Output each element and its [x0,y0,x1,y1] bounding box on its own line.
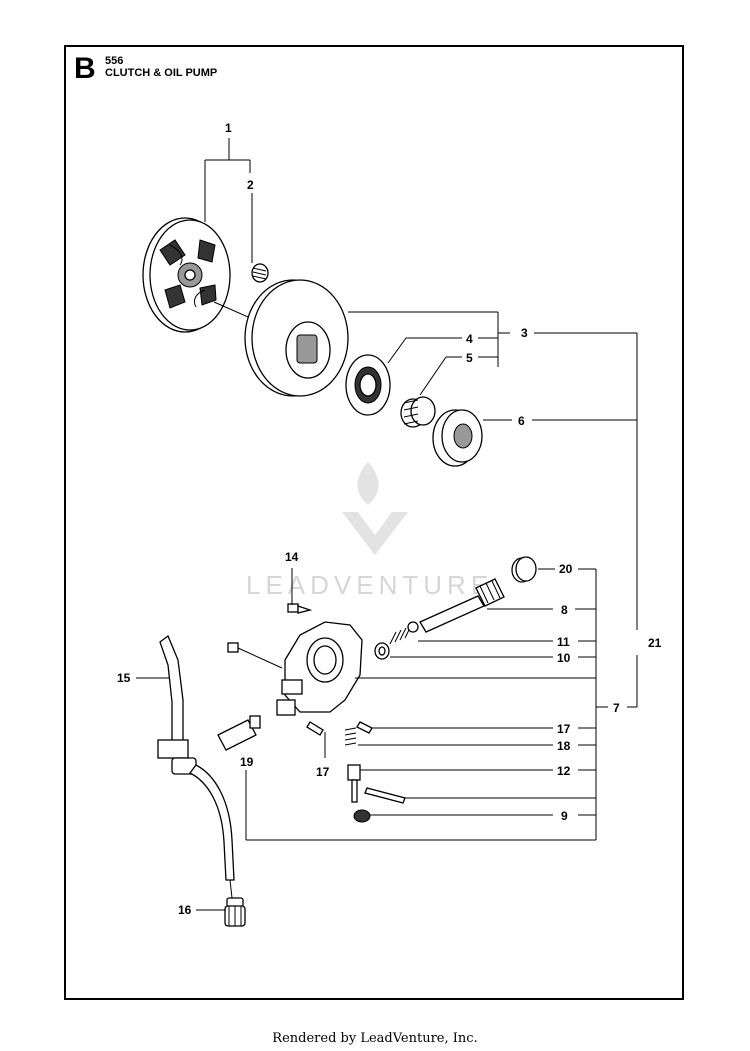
screw [227,603,313,669]
callout-15: 15 [117,671,131,685]
check-valve [353,809,371,823]
callout-12: 12 [557,764,571,778]
callout-8: 8 [561,603,568,617]
callout-9: 9 [561,809,568,823]
clutch-drum [244,279,349,397]
sleeve-bushing [511,556,537,583]
suction-hose [189,764,235,899]
callout-5: 5 [466,351,473,365]
callout-19: 19 [240,755,254,769]
callout-3: 3 [521,326,528,340]
clutch-spring [251,263,269,283]
callout-21: 21 [648,636,662,650]
callout-17-left: 17 [316,765,330,779]
callout-16: 16 [178,903,192,917]
diagram-title: CLUTCH & OIL PUMP [105,67,218,79]
callout-leaders [136,138,638,911]
watermark-text: LEADVENTURE [246,570,494,600]
sprocket-washer [432,409,483,467]
plunger-spring [389,621,419,645]
callout-6: 6 [518,414,525,428]
callout-labels: 1 2 3 4 5 6 7 8 9 10 11 12 14 15 16 17 1… [117,121,662,917]
clutch [142,217,256,333]
adjuster-screw [217,715,261,751]
callout-4: 4 [466,332,473,346]
callout-1: 1 [225,121,232,135]
callout-14: 14 [285,550,299,564]
footer-credit: Rendered by LeadVenture, Inc. [272,1031,478,1046]
washer [374,642,390,660]
worm-gear-shaft [419,578,505,633]
needle-bearing [400,396,436,428]
model-number: 556 [105,55,124,67]
callout-7: 7 [613,701,620,715]
pump-plunger [347,764,361,803]
oil-pipe [157,634,197,775]
callout-17-right: 17 [557,722,571,736]
callout-2: 2 [247,178,254,192]
callout-10: 10 [557,651,571,665]
needle-bearing-cage [345,354,391,416]
section-letter: B [74,52,96,85]
oil-filter [224,897,246,927]
spring [344,727,357,746]
callout-11: 11 [557,635,570,649]
callout-20: 20 [559,562,573,576]
callout-18: 18 [557,739,571,753]
pin [306,721,406,804]
oil-pump-housing [276,621,363,716]
diagram-frame [64,45,684,1000]
